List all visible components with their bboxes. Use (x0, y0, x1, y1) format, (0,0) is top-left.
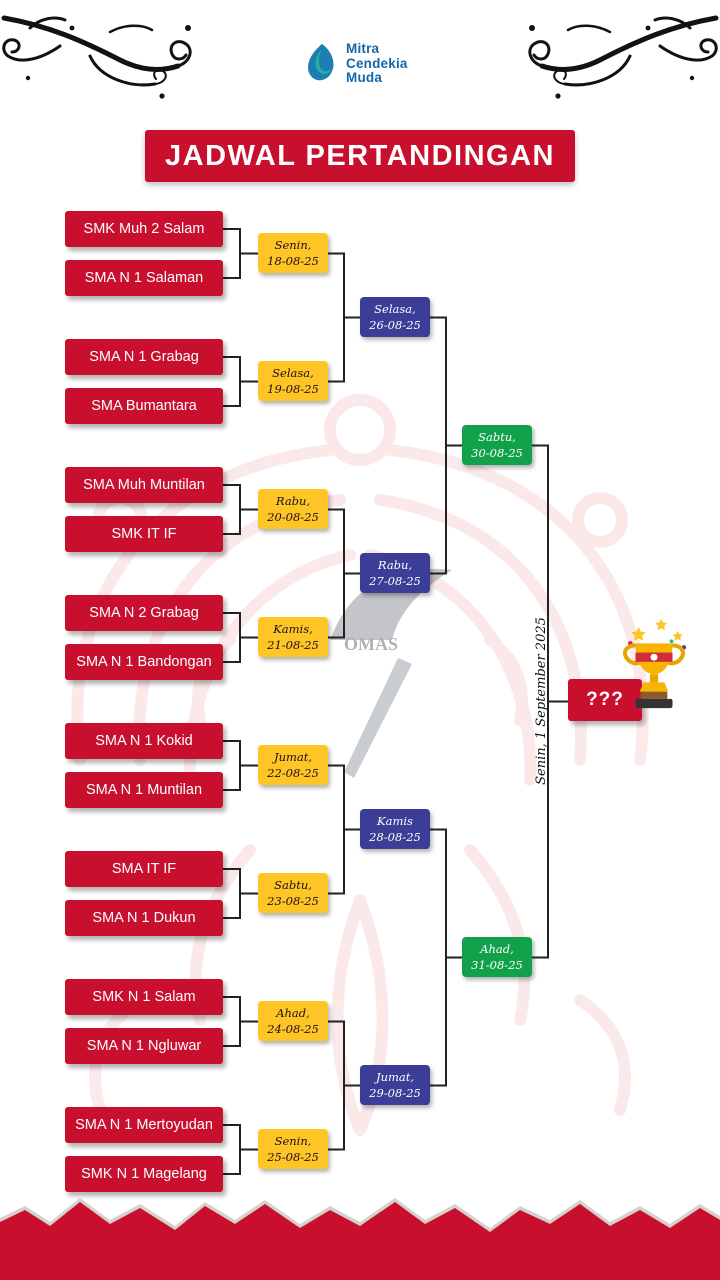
logo-icon (308, 43, 334, 81)
team-box: SMK IT IF (65, 516, 223, 552)
match-date: 30-08-25 (471, 446, 523, 460)
semifinal-date-box: Sabtu, 30-08-25 (462, 425, 532, 465)
page-title: JADWAL PERTANDINGAN (145, 130, 575, 182)
match-day: Senin, (274, 1133, 312, 1148)
match-day: Sabtu, (274, 877, 312, 892)
match-date: 20-08-25 (267, 510, 319, 524)
logo-text-line: Cendekia (346, 55, 408, 71)
match-day: Kamis, (273, 621, 313, 636)
logo-text: Mitra Cendekia Muda (346, 42, 408, 86)
team-box: SMA Bumantara (65, 388, 223, 424)
round1-date-box: Kamis, 21-08-25 (258, 617, 328, 657)
match-date: 27-08-25 (369, 574, 421, 588)
match-date: 28-08-25 (369, 830, 421, 844)
round1-date-box: Senin, 25-08-25 (258, 1129, 328, 1169)
emblem-watermark-text: OMAS (344, 634, 398, 654)
match-day: Jumat, (375, 1069, 415, 1084)
flourish-right-icon (528, 15, 719, 99)
match-day: Kamis (377, 813, 413, 828)
match-date: 19-08-25 (267, 382, 319, 396)
logo: Mitra Cendekia Muda (305, 42, 408, 86)
semifinal-date-box: Ahad, 31-08-25 (462, 937, 532, 977)
match-day: Ahad, (480, 941, 514, 956)
emblem-watermark: OMAS (330, 568, 452, 778)
match-date: 18-08-25 (267, 254, 319, 268)
round1-date-box: Ahad, 24-08-25 (258, 1001, 328, 1041)
team-box: SMK N 1 Salam (65, 979, 223, 1015)
round1-date-box: Jumat, 22-08-25 (258, 745, 328, 785)
round1-date-box: Selasa, 19-08-25 (258, 361, 328, 401)
logo-text-line: Mitra (346, 41, 380, 57)
match-date: 21-08-25 (267, 638, 319, 652)
match-day: Senin, (274, 237, 312, 252)
team-box: SMA N 1 Mertoyudan (65, 1107, 223, 1143)
match-day: Sabtu, (478, 429, 516, 444)
team-box: SMA N 1 Muntilan (65, 772, 223, 808)
round2-date-box: Selasa, 26-08-25 (360, 297, 430, 337)
torn-paper-edge (0, 1198, 720, 1280)
team-box: SMA Muh Muntilan (65, 467, 223, 503)
team-box: SMK Muh 2 Salam (65, 211, 223, 247)
team-box: SMA N 1 Grabag (65, 339, 223, 375)
match-day: Selasa, (272, 365, 314, 380)
round1-date-box: Sabtu, 23-08-25 (258, 873, 328, 913)
match-date: 25-08-25 (267, 1150, 319, 1164)
round2-date-box: Rabu, 27-08-25 (360, 553, 430, 593)
match-day: Selasa, (374, 301, 416, 316)
team-box: SMA IT IF (65, 851, 223, 887)
match-date: 29-08-25 (369, 1086, 421, 1100)
team-box: SMA N 1 Salaman (65, 260, 223, 296)
team-box: SMA N 1 Bandongan (65, 644, 223, 680)
match-date: 31-08-25 (471, 958, 523, 972)
logo-text-line: Muda (346, 70, 383, 86)
team-box: SMA N 2 Grabag (65, 595, 223, 631)
flourish-left-icon (1, 15, 192, 99)
team-box: SMA N 1 Dukun (65, 900, 223, 936)
match-date: 26-08-25 (369, 318, 421, 332)
final-date-label: Senin, 1 September 2025 (534, 617, 549, 785)
round1-date-box: Senin, 18-08-25 (258, 233, 328, 273)
match-day: Ahad, (276, 1005, 310, 1020)
team-box: SMA N 1 Kokid (65, 723, 223, 759)
round2-date-box: Kamis 28-08-25 (360, 809, 430, 849)
round1-date-box: Rabu, 20-08-25 (258, 489, 328, 529)
match-date: 24-08-25 (267, 1022, 319, 1036)
match-day: Rabu, (275, 493, 311, 508)
match-date: 23-08-25 (267, 894, 319, 908)
match-day: Rabu, (377, 557, 413, 572)
round2-date-box: Jumat, 29-08-25 (360, 1065, 430, 1105)
trophy-icon (623, 618, 687, 709)
team-box: SMA N 1 Ngluwar (65, 1028, 223, 1064)
match-day: Jumat, (273, 749, 313, 764)
match-date: 22-08-25 (267, 766, 319, 780)
team-box: SMK N 1 Magelang (65, 1156, 223, 1192)
champion-box: ??? (568, 679, 642, 721)
